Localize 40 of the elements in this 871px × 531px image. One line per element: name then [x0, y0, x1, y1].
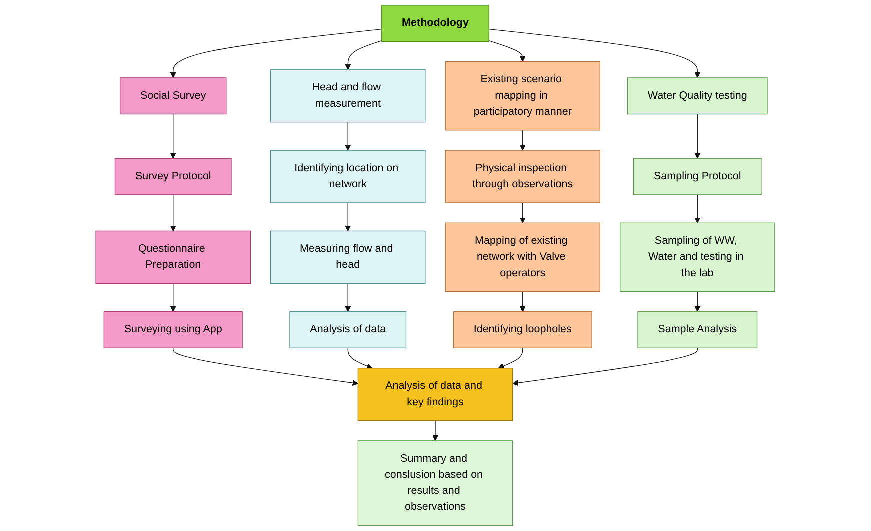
node-box: Sampling of WW, Water and testing in the lab: [620, 222, 776, 292]
arrow: [170, 194, 176, 232]
arrow: [520, 130, 526, 151]
arrow: [432, 420, 438, 442]
arrow: [520, 291, 526, 312]
node-box: Measuring flow and head: [270, 230, 426, 284]
arrow: [488, 40, 526, 62]
node-box: Social Survey: [120, 78, 227, 115]
node-box: Survey Protocol: [114, 158, 232, 196]
arrow: [170, 283, 176, 312]
node-box: Analysis of data: [290, 312, 407, 348]
arrow: [348, 348, 373, 370]
arrow: [345, 283, 352, 312]
arrow: [694, 291, 701, 312]
node-box: Analysis of data and key findings: [358, 368, 514, 422]
node-box: Water Quality testing: [627, 78, 768, 115]
node-box: Physical inspection through observations: [445, 150, 600, 204]
node-box: Existing scenario mapping in participatory manner: [445, 62, 600, 131]
node-box: Questionnaire Preparation: [96, 230, 251, 284]
arrow: [694, 194, 701, 224]
arrow: [170, 28, 382, 78]
arrow: [345, 202, 352, 232]
arrow: [512, 348, 698, 386]
arrow: [173, 348, 358, 386]
node-box: Identifying loopholes: [453, 312, 592, 348]
node-box: Sampling Protocol: [634, 158, 762, 196]
node-box: Methodology: [382, 5, 490, 42]
arrow: [520, 202, 526, 224]
node-box: Head and flow measurement: [270, 70, 426, 123]
arrow: [694, 114, 701, 159]
node-box: Summary and conslusion based on results and observations: [358, 440, 514, 526]
arrow: [498, 348, 524, 370]
node-box: Surveying using App: [104, 312, 243, 348]
arrow: [345, 122, 352, 151]
node-box: Mapping of existing network with Valve operators: [445, 222, 600, 292]
arrow: [345, 40, 382, 70]
node-box: Sample Analysis: [638, 312, 758, 348]
arrow: [170, 114, 176, 159]
node-box: Identifying location on network: [270, 150, 426, 204]
arrow: [488, 28, 701, 78]
